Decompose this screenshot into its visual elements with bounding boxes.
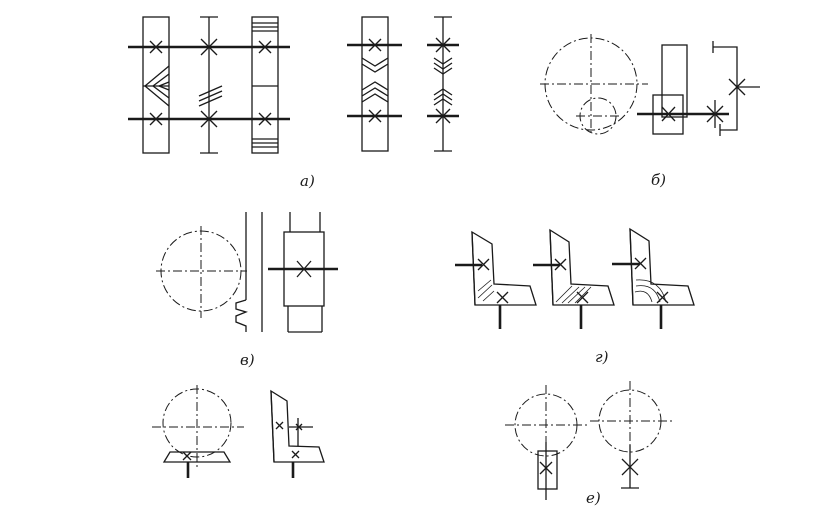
diagram-g-bevel-gears: г) [455, 227, 695, 366]
caption-b: б) [651, 171, 666, 189]
diagram-b-internal-gear: б) [540, 34, 760, 189]
diagram-v-rack-and-pinion: в) [156, 212, 338, 369]
caption-a: а) [300, 172, 315, 190]
caption-g: г) [595, 348, 609, 366]
diagram-a-herringbone-gears: а) [128, 16, 459, 190]
caption-e: е) [586, 489, 601, 507]
caption-v: в) [240, 351, 255, 369]
diagram-e-worm-drive: е) [505, 381, 675, 507]
diagram-d-worm-gear-and-bevel [152, 385, 325, 478]
